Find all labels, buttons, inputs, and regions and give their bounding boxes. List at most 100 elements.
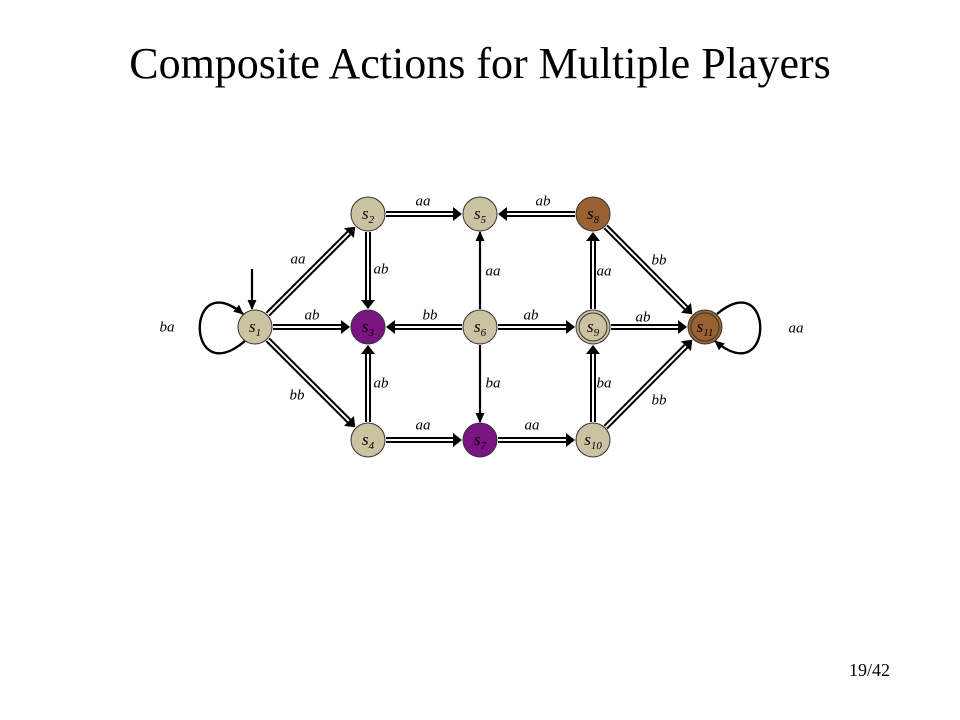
edge-s2-s3 xyxy=(361,232,375,309)
state-circle xyxy=(462,422,498,458)
edge-label-s9-s11: ab xyxy=(636,309,652,325)
edge-s8-s5 xyxy=(498,207,575,221)
edge-label-s7-s10: aa xyxy=(525,417,540,433)
edge-shaft-inner xyxy=(604,226,687,309)
state-letter: s xyxy=(362,204,369,223)
state-inner-ring xyxy=(690,312,720,342)
edge-label-s6-s9: ab xyxy=(524,307,540,323)
edge-s4-s7 xyxy=(386,433,462,447)
state-letter: s xyxy=(587,317,594,336)
edge-s7-s10 xyxy=(498,433,575,447)
edge-arrowhead xyxy=(341,320,350,334)
edge-shaft-inner xyxy=(604,345,687,428)
state-subscript: 10 xyxy=(591,440,603,452)
state-label-s9: s9 xyxy=(587,317,600,339)
edge-s10-s11 xyxy=(603,339,693,430)
edge-arrowhead xyxy=(343,226,356,239)
state-letter: s xyxy=(362,317,369,336)
edge-shaft-inner xyxy=(267,232,350,315)
edge-arrowhead xyxy=(361,300,375,309)
edge-arrowhead xyxy=(453,433,462,447)
edge-s6-s3 xyxy=(386,320,462,334)
edge-arrowhead xyxy=(386,320,395,334)
state-subscript: 8 xyxy=(594,214,600,226)
state-letter: s xyxy=(362,430,369,449)
state-circle xyxy=(687,309,723,345)
state-label-s8: s8 xyxy=(587,204,600,226)
edge-label-s2-s5: aa xyxy=(416,193,431,209)
state-inner-ring xyxy=(578,312,608,342)
edge-label-s4-s3: ab xyxy=(374,375,390,391)
edges-layer xyxy=(198,207,762,447)
page-number: 19/42 xyxy=(848,660,890,680)
state-label-s3: s3 xyxy=(362,317,375,339)
edge-s1-s4 xyxy=(265,337,356,428)
edge-arrowhead xyxy=(586,232,600,241)
edge-label-s11-s11: aa xyxy=(789,320,804,336)
edge-arrowhead xyxy=(566,320,575,334)
state-letter: s xyxy=(584,430,591,449)
edge-label-s1-s1: ba xyxy=(160,319,175,335)
state-subscript: 2 xyxy=(369,214,375,226)
state-circle xyxy=(575,422,611,458)
edge-s1-s3 xyxy=(273,320,350,334)
state-node-s6: s6 xyxy=(462,309,498,345)
state-circle xyxy=(575,196,611,232)
state-subscript: 1 xyxy=(256,327,262,339)
state-node-s1: s1 xyxy=(237,309,273,345)
state-subscript: 5 xyxy=(481,214,487,226)
edge-s10-s9 xyxy=(586,345,600,422)
edge-label-s8-s5: ab xyxy=(536,193,552,209)
state-letter: s xyxy=(474,204,481,223)
state-node-s7: s7 xyxy=(462,422,498,458)
edge-s4-s3 xyxy=(361,345,375,422)
edge-label-s1-s4: bb xyxy=(290,387,306,403)
state-label-s5: s5 xyxy=(474,204,487,226)
state-circle xyxy=(462,309,498,345)
state-subscript: 4 xyxy=(369,440,375,452)
state-subscript: 9 xyxy=(594,327,600,339)
edge-label-s1-s3: ab xyxy=(305,307,321,323)
state-node-s10: s10 xyxy=(575,422,611,458)
state-letter: s xyxy=(697,317,704,336)
state-subscript: 6 xyxy=(481,327,487,339)
edge-s11-s11 xyxy=(714,301,762,355)
edge-label-s4-s7: aa xyxy=(416,417,431,433)
state-node-s11: s11 xyxy=(687,309,723,345)
edge-shaft-inner xyxy=(267,339,350,422)
edge-label-s2-s3: ab xyxy=(374,261,390,277)
edge-s1-s1 xyxy=(198,301,246,355)
edge-label-s6-s5: aa xyxy=(486,263,501,279)
state-subscript: 7 xyxy=(481,440,487,452)
edge-arrowhead xyxy=(498,207,507,221)
edge-s6-s9 xyxy=(498,320,575,334)
edge-arrowhead xyxy=(681,302,693,315)
state-label-s11: s11 xyxy=(697,317,714,339)
state-circle xyxy=(237,309,273,345)
edge-label-s10-s11: bb xyxy=(652,392,668,408)
state-node-s8: s8 xyxy=(575,196,611,232)
state-letter: s xyxy=(249,317,256,336)
state-letter: s xyxy=(587,204,594,223)
edge-s1-s2 xyxy=(265,226,356,317)
edge-arrowhead xyxy=(453,207,462,221)
edge-arrowhead xyxy=(681,339,693,352)
state-label-s6: s6 xyxy=(474,317,487,339)
state-letter: s xyxy=(474,317,481,336)
edge-arrowhead xyxy=(361,345,375,354)
edge-arrowhead xyxy=(678,320,687,334)
state-node-s4: s4 xyxy=(350,422,386,458)
edge-label-s6-s7: ba xyxy=(486,375,501,391)
state-label-s4: s4 xyxy=(362,430,375,452)
self-loop-s1 xyxy=(198,301,246,355)
state-circle xyxy=(350,196,386,232)
edge-label-s8-s11: bb xyxy=(652,252,668,268)
state-subscript: 11 xyxy=(703,327,713,339)
edge-label-s6-s3: bb xyxy=(423,307,439,323)
state-node-s2: s2 xyxy=(350,196,386,232)
self-loop-s11 xyxy=(714,301,762,355)
